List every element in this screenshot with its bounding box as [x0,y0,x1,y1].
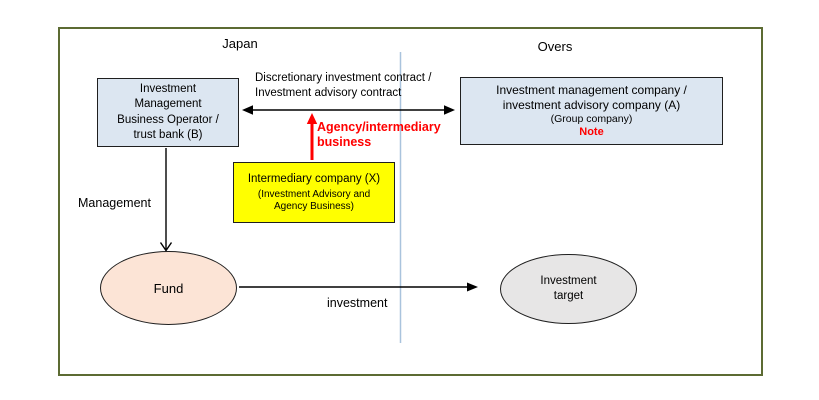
fund-label: Fund [153,280,184,296]
fund-ellipse: Fund [100,251,237,325]
contract-label: Discretionary investment contract / Inve… [255,71,431,100]
box-investment-management-operator-b: Investment Management Business Operator … [97,78,239,147]
box-x-line3: Agency Business) [273,201,355,212]
box-b-line: Management [134,98,202,110]
investment-target-line1: Investment [540,275,597,287]
management-label: Management [78,196,151,210]
investment-target-ellipse: Investment target [500,254,637,324]
diagram-border [58,27,763,376]
agency-label-line1: Agency/intermediary [317,120,441,134]
agency-label-line2: business [317,134,372,149]
box-b-line: trust bank (B) [133,129,203,141]
box-investment-management-company-a: Investment management company / investme… [460,77,723,145]
box-a-line1: Investment management company / [496,82,687,97]
investment-target-line2: target [553,290,584,302]
contract-label-line1: Discretionary investment contract / [255,72,432,84]
agency-business-label: Agency/intermediary business [317,120,441,149]
region-label-overseas: Overs [537,39,573,54]
box-a-line3: (Group company) [550,112,633,125]
box-a-note: Note [579,126,604,138]
box-x-line1: Intermediary company (X) [247,173,381,185]
box-intermediary-company-x: Intermediary company (X) (Investment Adv… [233,162,395,223]
box-b-line: Business Operator / [117,113,219,126]
box-x-line2: (Investment Advisory and [257,189,371,200]
box-a-line2: investment advisory company (A) [502,97,681,112]
contract-label-line2: Investment advisory contract [255,86,402,99]
investment-label: investment [327,296,388,310]
region-label-japan: Japan [222,36,258,51]
box-b-line: Investment [139,82,197,95]
